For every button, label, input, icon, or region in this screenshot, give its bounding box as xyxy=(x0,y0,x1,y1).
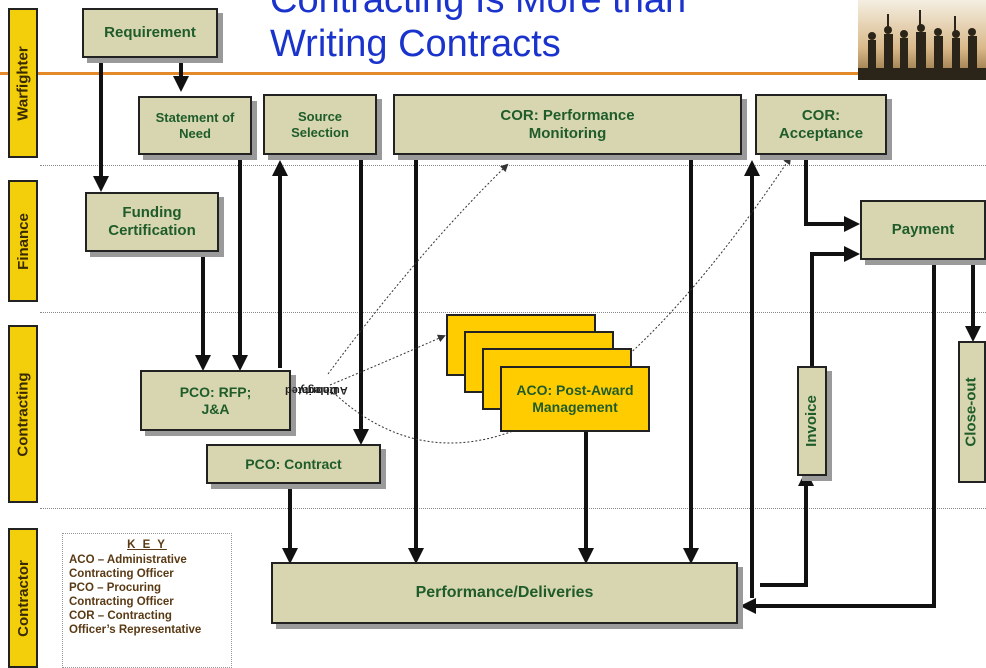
key-line: PCO – Procuring xyxy=(69,582,162,594)
lane-separator xyxy=(40,312,986,313)
key-line: Officer’s Representative xyxy=(69,624,202,636)
cor-performance-monitoring-box: COR: Performance Monitoring xyxy=(393,94,742,155)
slide-title: Contracting Is More than Writing Contrac… xyxy=(270,0,686,66)
payment-box: Payment xyxy=(860,200,986,260)
close-out-box: Close-out xyxy=(958,341,986,483)
key-line: ACO – Administrative xyxy=(69,554,187,566)
lane-separator xyxy=(40,165,986,166)
pco-contract-box: PCO: Contract xyxy=(206,444,381,484)
funding-certification-box: Funding Certification xyxy=(85,192,219,252)
title-divider xyxy=(0,72,860,75)
lane-separator xyxy=(40,508,986,509)
delegated-authority-label: Delegated Authority xyxy=(285,350,348,430)
key-legend: K E Y ACO – Administrative Contracting O… xyxy=(62,533,232,668)
invoice-box: Invoice xyxy=(797,366,827,476)
key-line: Contracting Officer xyxy=(69,568,174,580)
lane-contracting: Contracting xyxy=(8,325,38,503)
requirement-box: Requirement xyxy=(82,8,218,58)
statement-of-need-box: Statement of Need xyxy=(138,96,252,155)
title-line-2: Writing Contracts xyxy=(270,23,561,65)
cor-acceptance-box: COR: Acceptance xyxy=(755,94,887,155)
pco-rfp-box: PCO: RFP; J&A xyxy=(140,370,291,431)
lane-warfighter: Warfighter xyxy=(8,8,38,158)
soldiers-photo xyxy=(858,0,986,80)
key-line: COR – Contracting xyxy=(69,610,172,622)
key-line: Contracting Officer xyxy=(69,596,174,608)
lane-contractor: Contractor xyxy=(8,528,38,668)
source-selection-box: Source Selection xyxy=(263,94,377,155)
lane-finance: Finance xyxy=(8,180,38,302)
aco-post-award-management-box: ACO: Post-Award Management xyxy=(500,366,650,432)
title-line-1: Contracting Is More than xyxy=(270,0,687,21)
delegated-label-line-2: Authority xyxy=(298,384,348,396)
key-title: K E Y xyxy=(127,539,167,551)
performance-deliveries-box: Performance/Deliveries xyxy=(271,562,738,624)
